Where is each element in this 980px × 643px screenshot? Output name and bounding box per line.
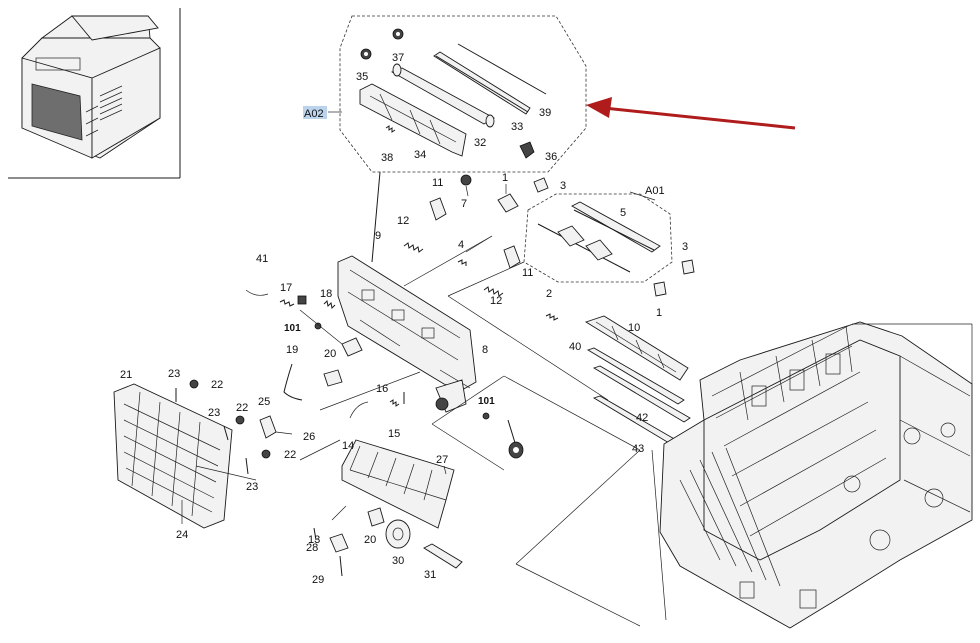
printer-thumbnail <box>8 8 181 179</box>
part-number: 12 <box>397 215 409 227</box>
main-frame-chassis <box>651 321 973 629</box>
part-number: 101 <box>284 323 301 334</box>
part-number: 38 <box>381 152 393 164</box>
part-number: 28 <box>306 542 318 554</box>
part-number: 1 <box>656 307 662 319</box>
part-number: 37 <box>392 52 404 64</box>
part-number: 7 <box>461 198 467 210</box>
part-number: 20 <box>324 348 336 360</box>
a02-highlight <box>303 106 327 119</box>
part-number: 23 <box>168 368 180 380</box>
part-number: 23 <box>208 407 220 419</box>
part-number: 34 <box>414 149 426 161</box>
a01-parts <box>537 201 661 273</box>
part-number: 26 <box>303 431 315 443</box>
small-parts-side <box>175 379 293 475</box>
part-number: 3 <box>682 241 688 253</box>
part-number: 19 <box>286 344 298 356</box>
part-number: 22 <box>236 402 248 414</box>
part-number: 22 <box>284 449 296 461</box>
part-number: 31 <box>424 569 436 581</box>
part-number: 29 <box>312 574 324 586</box>
a02-assembly-outline <box>339 15 587 173</box>
part-number: 4 <box>458 239 464 251</box>
feed-guide-part-27 <box>341 439 455 529</box>
small-parts-upper <box>403 174 695 321</box>
part-number: 21 <box>120 369 132 381</box>
part-number: 23 <box>246 481 258 493</box>
part-number: 20 <box>364 534 376 546</box>
part-number: 5 <box>620 207 626 219</box>
side-guide-part-21 <box>113 383 233 529</box>
a02-parts <box>359 28 547 159</box>
part-number: 39 <box>539 107 551 119</box>
mid-frame-part-8 <box>337 171 477 413</box>
gear-part-6 <box>507 419 524 459</box>
rails-40-42-43 <box>584 315 691 453</box>
labels: A02 A01 37 35 39 33 32 34 38 36 11 7 1 3… <box>120 52 688 586</box>
part-number: 9 <box>375 230 381 242</box>
part-number: 40 <box>569 341 581 353</box>
part-number: 25 <box>258 396 270 408</box>
part-number: 2 <box>546 288 552 300</box>
part-number: 10 <box>628 322 640 334</box>
part-number: 30 <box>392 555 404 567</box>
part-number: 15 <box>388 428 400 440</box>
part-number: 17 <box>280 282 292 294</box>
part-number: 22 <box>211 379 223 391</box>
part-number: 14 <box>342 440 354 452</box>
part-number: 36 <box>545 151 557 163</box>
part-number: 42 <box>636 412 648 424</box>
indicator-arrow <box>586 97 796 130</box>
part-number: 8 <box>482 344 488 356</box>
small-parts-middle <box>319 371 490 420</box>
part-number: 41 <box>256 253 268 265</box>
part-number: 33 <box>511 121 523 133</box>
part-number: 27 <box>436 454 448 466</box>
part-number: 12 <box>490 295 502 307</box>
part-number: 43 <box>632 443 644 455</box>
part-number: 11 <box>522 267 533 279</box>
assembly-label-a01: A01 <box>645 185 665 197</box>
part-number: 35 <box>356 71 368 83</box>
part-number: 1 <box>502 172 508 184</box>
part-number: 13 <box>308 534 320 546</box>
small-parts-lower <box>313 505 463 577</box>
small-parts-left <box>245 289 363 401</box>
part-number: 18 <box>320 288 332 300</box>
a01-assembly-outline <box>523 193 673 283</box>
assembly-label-a02: A02 <box>304 108 324 120</box>
part-number: 101 <box>478 396 495 407</box>
part-number: 16 <box>376 383 388 395</box>
part-number: 3 <box>560 180 566 192</box>
part-number: 32 <box>474 137 486 149</box>
part-number: 24 <box>176 529 188 541</box>
relation-lines <box>195 235 761 627</box>
part-number: 11 <box>432 177 443 189</box>
